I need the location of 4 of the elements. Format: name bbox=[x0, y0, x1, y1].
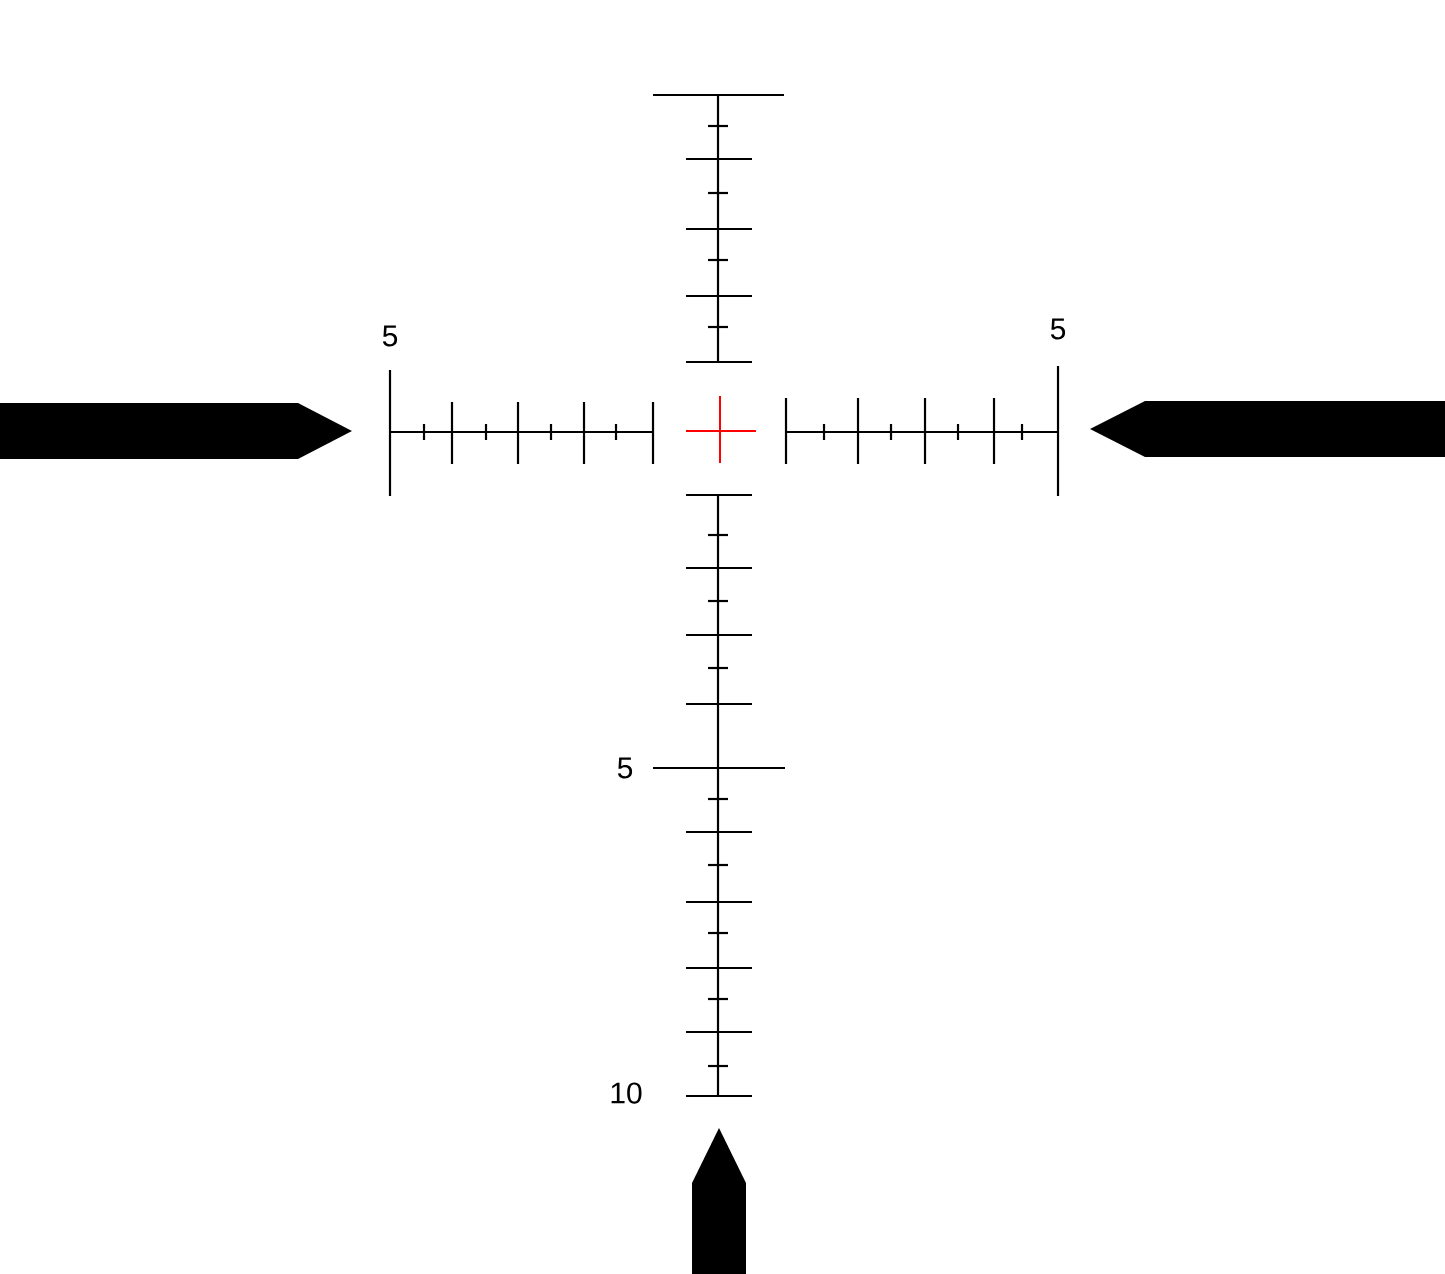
scale-number: 5 bbox=[617, 757, 633, 779]
scale-number: 5 bbox=[1050, 318, 1066, 340]
scale-number: 10 bbox=[611, 1082, 642, 1104]
scale-number: 5 bbox=[382, 325, 398, 347]
